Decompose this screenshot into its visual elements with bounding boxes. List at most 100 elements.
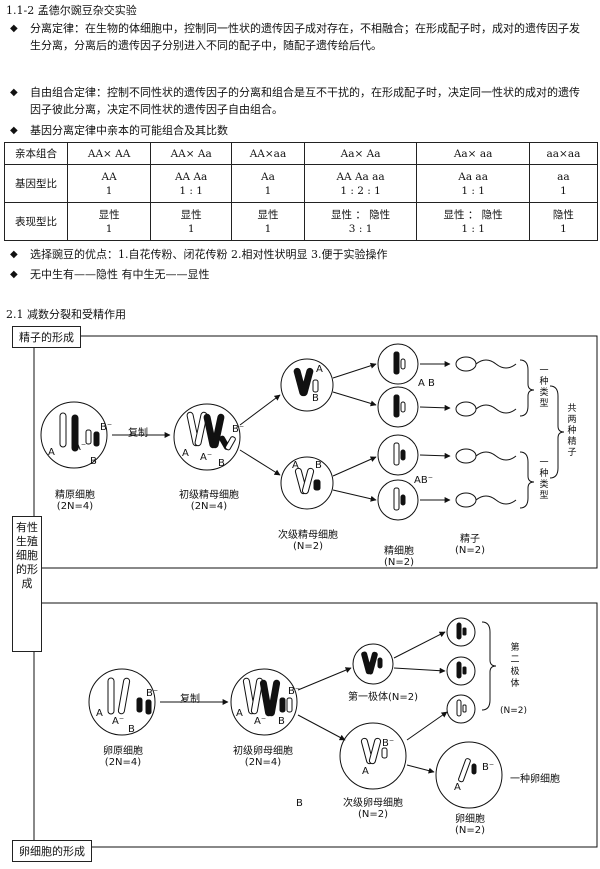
- stray-label: B: [296, 798, 303, 809]
- allele-label: B⁻: [288, 686, 301, 697]
- table-cell: AA×aa: [231, 142, 305, 165]
- diamond-bullet-icon: ◆: [10, 125, 18, 136]
- allele-label: A: [454, 782, 461, 793]
- allele-label: B: [312, 393, 319, 404]
- chromosome-shapes: [59, 351, 477, 783]
- egg-second-polar-body-cell-2: [446, 656, 476, 686]
- sperm-formation-title: 精子的形成: [12, 326, 81, 348]
- sexual-germ-cell-side-label: 有性生殖细胞的形成: [12, 516, 42, 652]
- egg-ovum-cell: [435, 741, 503, 809]
- egg-primary-oocyte-cell: [230, 668, 298, 736]
- egg-second-polar-body-cell-1: [446, 617, 476, 647]
- allele-label: B: [90, 456, 97, 467]
- brace-label: 共两种精子: [567, 404, 577, 458]
- brace-label: 一种类型: [539, 458, 549, 501]
- sperm-frame: [33, 335, 598, 569]
- spermatid-cell-4: [377, 479, 419, 521]
- stage-caption: 卵原细胞(2N=4): [103, 746, 143, 768]
- diamond-bullet-icon: ◆: [10, 87, 18, 98]
- stage-caption: 初级精母细胞(2N=4): [179, 490, 239, 512]
- egg-second-polar-body-cell-3: [446, 694, 476, 724]
- gamete-genotype-label: A B: [418, 378, 435, 389]
- sperm-secondary-spermatocyte-top-cell: [280, 358, 334, 412]
- bullet-table-caption: ◆ 基因分离定律中亲本的可能组合及其比数: [10, 124, 228, 137]
- row-header: 表现型比: [4, 202, 68, 241]
- allele-label: A: [362, 766, 369, 777]
- brace-label: 一种类型: [539, 366, 549, 409]
- allele-label: B: [278, 716, 285, 727]
- polar-body-label: 第二极体: [510, 643, 520, 689]
- egg-formation-title: 卵细胞的形成: [12, 840, 92, 862]
- bullet-pea-advantages: ◆ 选择豌豆的优点：1.自花传粉、闭花传粉 2.相对性状明显 3.便于实验操作: [10, 248, 388, 261]
- replication-arrow-label: 复制: [128, 428, 148, 439]
- brace-icon: [519, 359, 535, 417]
- sperm-secondary-spermatocyte-bottom-cell: [280, 456, 334, 510]
- allele-label: B: [315, 460, 322, 471]
- section-title-mendel: 1.1-2 孟德尔豌豆杂交实验: [6, 4, 137, 17]
- row-header: 基因型比: [4, 164, 68, 203]
- stage-caption: 次级精母细胞(N=2): [278, 530, 338, 552]
- egg-first-polar-body-cell: [352, 643, 394, 685]
- allele-label: A⁻: [200, 452, 213, 463]
- allele-label: A⁻: [112, 716, 125, 727]
- spermatid-cell-1: [377, 343, 419, 385]
- replication-arrow-label: 复制: [180, 694, 200, 705]
- allele-label: A: [292, 460, 299, 471]
- bullet-dominance-rule: ◆ 无中生有——隐性 有中生无——显性: [10, 268, 210, 281]
- stage-caption: 次级卵母细胞(N=2): [343, 798, 403, 820]
- diamond-bullet-icon: ◆: [10, 269, 18, 280]
- stage-caption: 精原细胞(2N=4): [55, 490, 95, 512]
- egg-frame: [33, 602, 598, 848]
- allele-label: B⁻: [382, 738, 395, 749]
- sperm-primary-spermatocyte-cell: [173, 403, 241, 471]
- allele-label: B: [218, 458, 225, 469]
- spermatid-cell-2: [377, 386, 419, 428]
- gamete-genotype-label: AB⁻: [414, 475, 433, 486]
- spermatid-cell-3: [377, 434, 419, 476]
- allele-label: A: [96, 708, 103, 719]
- allele-label: B⁻: [100, 422, 113, 433]
- allele-label: A: [236, 708, 243, 719]
- table-row: 亲本组合 AA× AA AA× Aa AA×aa Aa× Aa Aa× aa a…: [4, 142, 599, 165]
- bullet-independent-assortment: ◆ 自由组合定律：控制不同性状的遗传因子的分离和组合是互不干扰的，在形成配子时，…: [10, 86, 580, 116]
- sperm-spermatogonium-cell: [40, 401, 108, 469]
- egg-oogonium-cell: [88, 668, 156, 736]
- diamond-bullet-icon: ◆: [10, 23, 18, 34]
- table-cell: Aa× aa: [416, 142, 530, 165]
- allele-label: A: [48, 447, 55, 458]
- egg-result-label: 一种卵细胞: [510, 774, 560, 785]
- cross-ratio-table: 亲本组合 AA× AA AA× Aa AA×aa Aa× Aa Aa× aa a…: [4, 142, 599, 241]
- allele-label: B⁻: [232, 424, 245, 435]
- sperm-shapes: [455, 356, 517, 508]
- brace-icon: [481, 621, 497, 711]
- allele-label: A⁻: [74, 442, 87, 453]
- stage-caption: 卵细胞(N=2): [454, 814, 486, 836]
- brace-icon: [519, 451, 535, 509]
- table-cell: aa×aa: [528, 142, 599, 165]
- diamond-bullet-icon: ◆: [10, 249, 18, 260]
- brace-icon: [549, 385, 565, 479]
- allele-label: B: [128, 724, 135, 735]
- allele-label: A⁻: [254, 716, 267, 727]
- allele-label: A: [316, 364, 323, 375]
- stage-caption: 初级卵母细胞(2N=4): [233, 746, 293, 768]
- bullet-segregation-law: ◆ 分离定律：在生物的体细胞中，控制同一性状的遗传因子成对存在，不相融合；在形成…: [10, 22, 580, 52]
- stage-caption: 精子(N=2): [454, 534, 486, 556]
- stage-caption: 精细胞(N=2): [383, 546, 415, 568]
- section-title-meiosis: 2.1 减数分裂和受精作用: [6, 308, 126, 321]
- egg-secondary-oocyte-cell: [339, 722, 407, 790]
- allele-label: B⁻: [482, 762, 495, 773]
